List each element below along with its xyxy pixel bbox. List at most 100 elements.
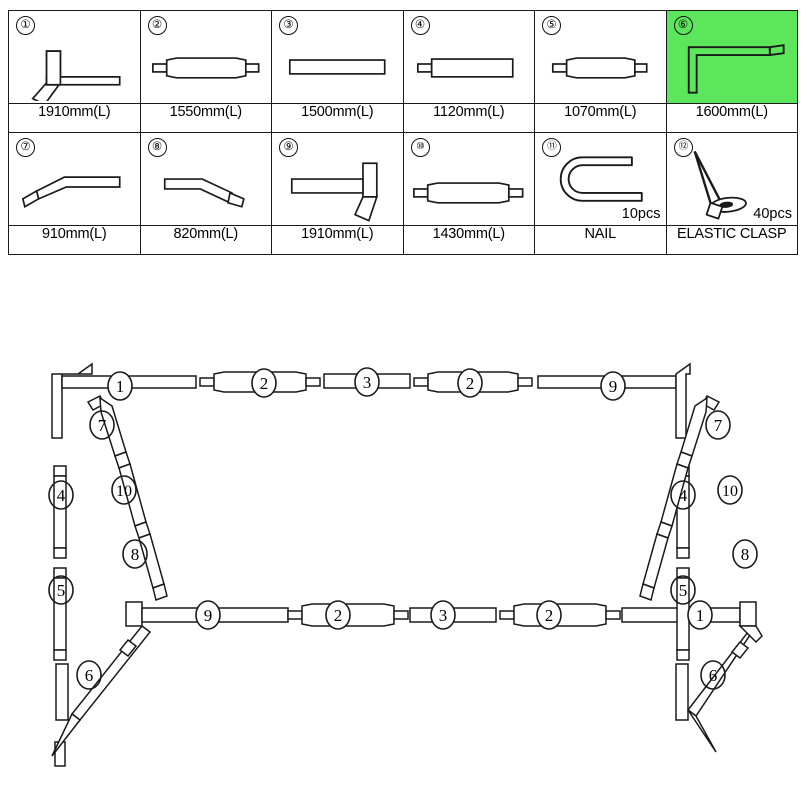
part-cell-12[interactable]: ⑫ 40pcs	[665, 132, 798, 226]
callout-right-diag-10: 10	[717, 475, 743, 505]
part-icon-tube-both-connectors	[151, 57, 259, 79]
svg-text:8: 8	[131, 545, 140, 564]
part-index-7: ⑦	[16, 138, 35, 157]
part-index-11: ⑪	[542, 138, 561, 157]
svg-text:6: 6	[709, 666, 718, 685]
callout-left-diag-7: 7	[89, 410, 115, 440]
part-index-3: ③	[279, 16, 298, 35]
svg-text:5: 5	[679, 581, 688, 600]
callout-left-diag-8: 8	[122, 539, 148, 569]
part-index-10: ⑩	[410, 138, 430, 157]
part-icon-tube-both-connectors	[412, 182, 523, 204]
callout-top-rail-3: 3	[354, 367, 380, 397]
part-qty-11: 10pcs	[621, 206, 661, 222]
part-cell-9[interactable]: ⑨	[271, 132, 404, 226]
svg-text:8: 8	[741, 545, 750, 564]
parts-row-1-art: ① ② ③	[8, 10, 798, 104]
parts-row-1-labels: 1910mm(L) 1550mm(L) 1500mm(L) 1120mm(L) …	[8, 103, 798, 133]
callout-left-post-4: 4	[48, 480, 74, 510]
part-cell-4[interactable]: ④	[402, 10, 535, 104]
svg-text:7: 7	[98, 416, 107, 435]
part-index-1: ①	[16, 16, 35, 35]
part-qty-12: 40pcs	[753, 206, 792, 222]
part-label-12: ELASTIC CLASP	[665, 225, 798, 255]
svg-text:2: 2	[260, 374, 269, 393]
part-label-9: 1910mm(L)	[271, 225, 404, 255]
part-cell-11[interactable]: ⑪ 10pcs	[534, 132, 667, 226]
part-label-8: 820mm(L)	[139, 225, 272, 255]
part-icon-tee-bar-down	[290, 162, 378, 222]
callout-left-brace-6: 6	[76, 660, 102, 690]
part-icon-elastic-clasp	[693, 150, 747, 220]
svg-text:2: 2	[334, 606, 343, 625]
svg-text:5: 5	[57, 581, 66, 600]
svg-text:9: 9	[609, 377, 618, 396]
svg-text:10: 10	[116, 483, 132, 500]
callout-top-right-rail: 9	[600, 371, 626, 401]
svg-text:4: 4	[57, 486, 66, 505]
svg-text:2: 2	[545, 606, 554, 625]
svg-text:9: 9	[204, 606, 213, 625]
part-cell-8[interactable]: ⑧	[139, 132, 272, 226]
callout-right-brace-6: 6	[700, 660, 726, 690]
callout-bottom-rail-1: 1	[687, 600, 713, 630]
part-cell-10[interactable]: ⑩	[402, 132, 535, 226]
svg-text:3: 3	[439, 606, 448, 625]
callout-top-rail-2a: 2	[251, 368, 277, 398]
svg-text:1: 1	[116, 377, 125, 396]
part-label-5: 1070mm(L)	[534, 103, 667, 133]
part-label-4: 1120mm(L)	[402, 103, 535, 133]
svg-text:4: 4	[679, 486, 688, 505]
callout-left-diag-10: 10	[111, 475, 137, 505]
parts-row-2-labels: 910mm(L) 820mm(L) 1910mm(L) 1430mm(L) NA…	[8, 225, 798, 255]
callout-right-post-4: 4	[670, 480, 696, 510]
part-icon-plain-tube	[288, 59, 386, 75]
part-label-2: 1550mm(L)	[139, 103, 272, 133]
callout-bottom-rail-2a: 2	[325, 600, 351, 630]
parts-list-table: ① ② ③	[8, 10, 798, 255]
assembly-diagram: 1 2 3 2 9 7 7 4	[48, 362, 763, 767]
part-label-6: 1600mm(L)	[665, 103, 798, 133]
callout-group: 1 2 3 2 9 7 7 4	[48, 367, 758, 690]
callout-bottom-rail-2b: 2	[536, 600, 562, 630]
part-label-11: NAIL	[534, 225, 667, 255]
parts-row-2-art: ⑦ ⑧ ⑨	[8, 132, 798, 226]
part-label-1: 1910mm(L)	[8, 103, 141, 133]
callout-right-post-5: 5	[670, 575, 696, 605]
part-index-6: ⑥	[673, 16, 693, 35]
part-icon-tube-left-connector	[416, 58, 514, 78]
svg-text:6: 6	[85, 666, 94, 685]
part-cell-6[interactable]: ⑥	[665, 10, 798, 104]
callout-right-diag-7: 7	[705, 410, 731, 440]
callout-right-diag-8: 8	[732, 539, 758, 569]
part-label-7: 910mm(L)	[8, 225, 141, 255]
part-cell-7[interactable]: ⑦	[8, 132, 141, 226]
part-icon-u-nail	[559, 156, 643, 202]
part-cell-1[interactable]: ①	[8, 10, 141, 104]
callout-bottom-rail-9: 9	[195, 600, 221, 630]
part-icon-corner-tee-bar	[31, 50, 121, 101]
svg-text:2: 2	[466, 374, 475, 393]
part-icon-bent-tube-right	[21, 176, 121, 209]
part-index-8: ⑧	[147, 138, 167, 157]
callout-top-rail-2b: 2	[457, 368, 483, 398]
callout-left-post-5: 5	[48, 575, 74, 605]
part-index-2: ②	[147, 16, 167, 35]
part-index-12: ⑫	[673, 138, 693, 157]
callout-bottom-rail-3: 3	[430, 600, 456, 630]
svg-text:10: 10	[722, 483, 738, 500]
part-icon-bent-tube-small	[163, 178, 245, 208]
part-label-3: 1500mm(L)	[271, 103, 404, 133]
part-label-10: 1430mm(L)	[402, 225, 535, 255]
svg-text:3: 3	[363, 373, 372, 392]
part-icon-tube-both-connectors	[551, 57, 648, 79]
part-cell-3[interactable]: ③	[271, 10, 404, 104]
part-cell-5[interactable]: ⑤	[534, 10, 667, 104]
part-index-9: ⑨	[279, 138, 298, 157]
svg-text:7: 7	[714, 416, 723, 435]
part-cell-2[interactable]: ②	[139, 10, 272, 104]
part-index-4: ④	[410, 16, 430, 35]
part-icon-l-shaped-bar	[687, 44, 785, 94]
svg-text:1: 1	[696, 606, 705, 625]
part-index-5: ⑤	[542, 16, 561, 35]
